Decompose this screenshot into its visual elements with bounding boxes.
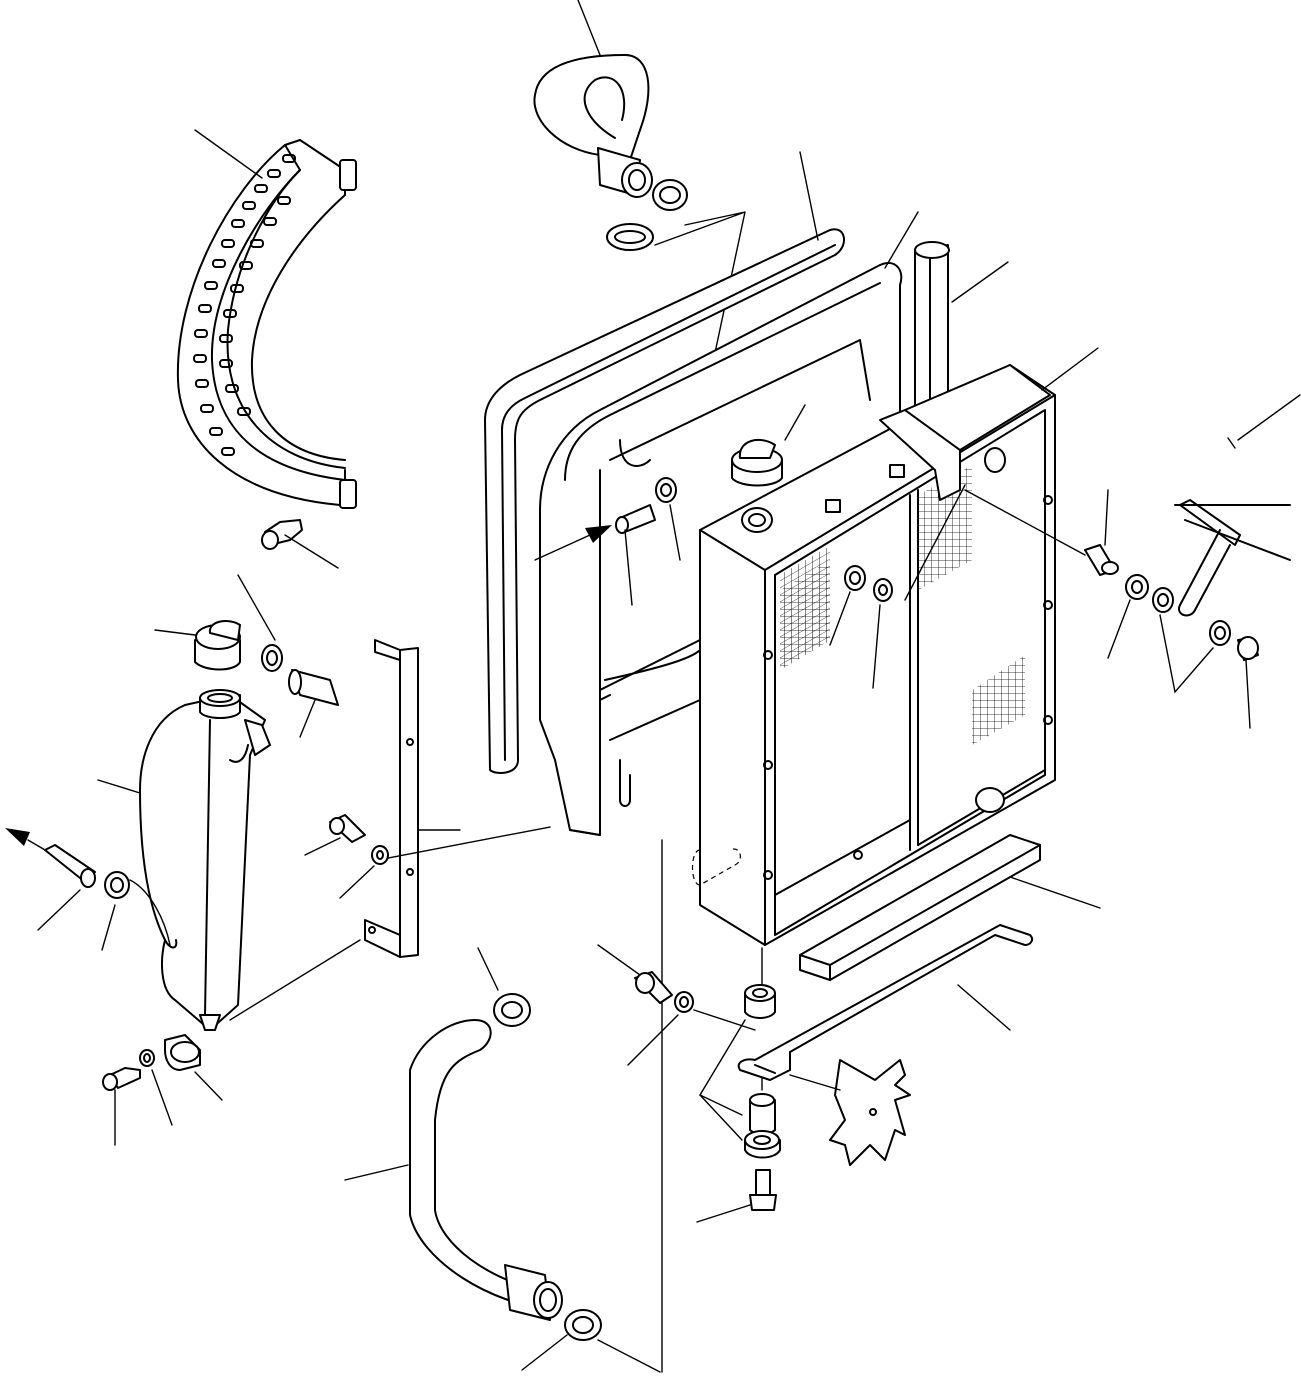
shroud-slots: [193, 154, 296, 456]
fan-shroud: [176, 129, 357, 509]
bracket-bolt: [304, 814, 551, 899]
radiator-core: [691, 347, 1099, 946]
small-hose-and-clamp: [615, 477, 681, 606]
core-grommets: [829, 484, 966, 689]
tank-cap: [154, 620, 241, 671]
overflow-hose: [5, 828, 171, 951]
lower-hose: [344, 1019, 563, 1321]
reservoir-tank: [97, 689, 271, 1031]
radiator-cap: [731, 404, 806, 487]
tank-mount-hardware: [102, 939, 361, 1146]
flow-arrow-right: [534, 525, 612, 561]
bottom-mount-hardware: [597, 944, 781, 1223]
tank-bracket: [364, 639, 461, 958]
shroud-bolt: [261, 519, 339, 569]
right-mount-hardware: [964, 394, 1301, 729]
seal-strip: [484, 151, 845, 774]
lower-hose-clamps: [477, 947, 661, 1373]
tank-clamp-hose: [237, 574, 339, 738]
lower-plates: [737, 834, 1101, 1166]
upper-hose: [533, 0, 653, 198]
